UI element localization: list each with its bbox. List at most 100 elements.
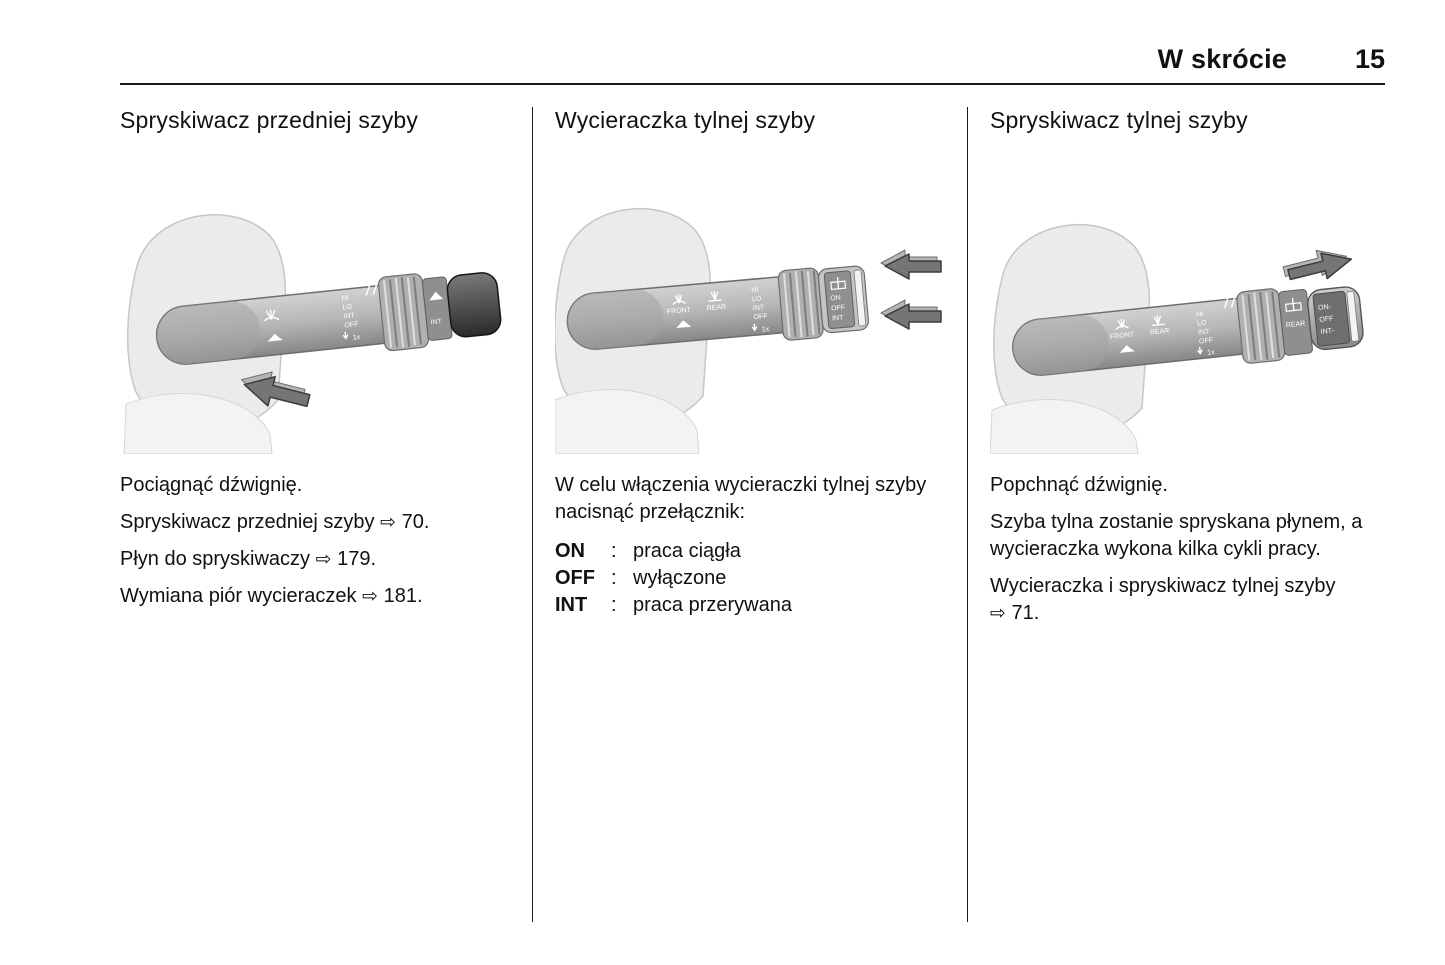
cross-reference: ⇨ 181.	[362, 585, 422, 607]
ref-arrow-icon: ⇨	[362, 585, 379, 607]
collar-label: INT	[430, 318, 443, 326]
stalk-label-hi: HI	[341, 295, 349, 303]
wiper-icon	[267, 333, 283, 342]
front-washer-icon	[1115, 318, 1129, 330]
end-cap-panel	[1312, 290, 1351, 347]
definition-term: ON	[555, 540, 585, 562]
front-label: FRONT	[1110, 331, 1135, 341]
body-paragraph: Pociągnąć dźwignię.	[120, 472, 510, 499]
rear-wiper-illustration: FRONT REAR HI LO INT OFF 1x	[555, 152, 945, 454]
wiper-icon	[1119, 345, 1135, 353]
panel-wiper-icon	[429, 291, 444, 301]
steering-column-base	[990, 399, 1139, 454]
stalk-label-lo: LO	[342, 304, 353, 312]
ref-page: 179.	[337, 548, 377, 570]
definition-colon: :	[611, 567, 617, 589]
wiper-stalk: FRONT REAR HI LO INT OFF 1x	[1012, 286, 1364, 376]
definition-description: praca ciągła	[633, 540, 741, 562]
ref-arrow-icon: ⇨	[990, 602, 1006, 624]
body-paragraph: Wycieraczka i spryskiwacz tylnej szyby ⇨…	[990, 573, 1380, 627]
pulse-label: 1x	[1207, 349, 1216, 357]
body-paragraph: Szyba tylna zostanie spryskana płynem, a…	[990, 509, 1380, 563]
pulse-arrow-glyph	[751, 323, 758, 332]
stalk-label-hi: HI	[1196, 311, 1204, 319]
ref-arrow-icon: ⇨	[380, 511, 397, 533]
switch-position-list: ON : praca ciągła OFF : wyłączone INT : …	[555, 538, 945, 619]
collar-label: REAR	[1286, 320, 1306, 329]
wiper-stalk: FRONT REAR HI LO INT OFF 1x	[566, 265, 870, 350]
switch-label-int: INT	[832, 314, 845, 322]
paragraph-text: Popchnąć dźwignię.	[990, 474, 1168, 496]
definition-row: ON : praca ciągła	[555, 538, 945, 565]
pulse-arrow-glyph	[1197, 346, 1203, 355]
ref-arrow-icon: ⇨	[315, 548, 332, 570]
definition-description: praca przerywana	[633, 594, 792, 616]
page-header: W skrócie 15	[120, 0, 1385, 75]
content-columns: Spryskiwacz przedniej szyby	[120, 107, 1385, 922]
wiper-stalk-pull-diagram: HI LO INT OFF 1x INT	[123, 214, 502, 454]
cross-reference: ⇨ 179.	[316, 548, 376, 570]
wiper-stalk-press-diagram: FRONT REAR HI LO INT OFF 1x	[555, 207, 942, 454]
paragraph-text: Płyn do spryskiwaczy	[120, 548, 311, 570]
ref-page: 181.	[383, 585, 423, 607]
intro-paragraph: W celu włączenia wycieraczki tylnej szyb…	[555, 472, 945, 526]
rear-label: REAR	[706, 304, 726, 313]
stalk-label-off: OFF	[344, 321, 359, 329]
definition-row: INT : praca przerywana	[555, 592, 945, 619]
push-arrow-icon	[1282, 249, 1352, 281]
header-rule	[120, 83, 1385, 85]
paragraph-text: Wycieraczka i spryskiwacz tylnej szyby	[990, 575, 1336, 597]
body-paragraph: Spryskiwacz przedniej szyby ⇨ 70.	[120, 509, 510, 536]
front-washer-illustration: HI LO INT OFF 1x INT	[120, 152, 510, 454]
rear-label: REAR	[1150, 328, 1170, 337]
ref-page: 70.	[401, 511, 430, 533]
body-paragraph: Płyn do spryskiwaczy ⇨ 179.	[120, 546, 510, 573]
paragraph-text: W celu włączenia wycieraczki tylnej szyb…	[555, 474, 927, 523]
cross-reference: ⇨ 71.	[990, 602, 1039, 624]
column-divider	[967, 107, 968, 922]
pulse-label: 1x	[353, 334, 362, 342]
detent-marks	[365, 284, 378, 296]
column-heading-front-washer: Spryskiwacz przedniej szyby	[120, 107, 419, 133]
definition-colon: :	[611, 594, 617, 616]
definition-term: INT	[555, 594, 588, 616]
stalk-label-int: INT	[1198, 328, 1211, 336]
stalk-label-lo: LO	[1197, 320, 1208, 328]
switch-label-on: ON	[830, 295, 841, 303]
paragraph-text: Szyba tylna zostanie spryskana płynem, a…	[990, 511, 1363, 560]
rear-wiper-icon	[830, 277, 847, 291]
front-label: FRONT	[667, 307, 692, 316]
wiper-icon	[676, 320, 692, 329]
rear-washer-icon	[708, 290, 722, 302]
paragraph-text: Spryskiwacz przedniej szyby	[120, 511, 375, 533]
stalk-label-off: OFF	[753, 313, 768, 321]
definition-term: OFF	[555, 567, 595, 589]
end-switch-panel	[823, 270, 856, 330]
cross-reference: ⇨ 70.	[380, 511, 429, 533]
definition-row: OFF : wyłączone	[555, 565, 945, 592]
washer-jet-icon	[263, 309, 280, 322]
rear-washer-icon	[1151, 315, 1165, 327]
front-washer-icon	[672, 294, 686, 305]
press-arrow-icon-top	[880, 249, 942, 280]
pulse-label: 1x	[762, 326, 770, 334]
pulse-arrow-glyph	[342, 331, 349, 340]
stalk-label-hi: HI	[751, 287, 759, 295]
panel-rear-wiper-icon	[1284, 297, 1302, 312]
end-switch-slot	[853, 269, 867, 327]
body-paragraph: Popchnąć dźwignię.	[990, 472, 1380, 499]
page-number: 15	[1354, 44, 1385, 74]
definition-colon: :	[611, 540, 617, 562]
stalk-label-int: INT	[343, 312, 356, 320]
press-arrow-icon-bottom	[880, 299, 942, 330]
ref-page: 71.	[1011, 602, 1040, 624]
stalk-label-int: INT	[753, 304, 766, 312]
switch-label-off: OFF	[1319, 315, 1334, 323]
page-title: W skrócie	[1157, 44, 1287, 74]
column-rear-wiper: Wycieraczka tylnej szyby	[555, 107, 945, 619]
wiper-stalk-push-diagram: FRONT REAR HI LO INT OFF 1x	[990, 223, 1364, 454]
stalk-label-off: OFF	[1199, 337, 1214, 345]
switch-label-int: INT-	[1320, 327, 1335, 335]
column-divider	[532, 107, 533, 922]
